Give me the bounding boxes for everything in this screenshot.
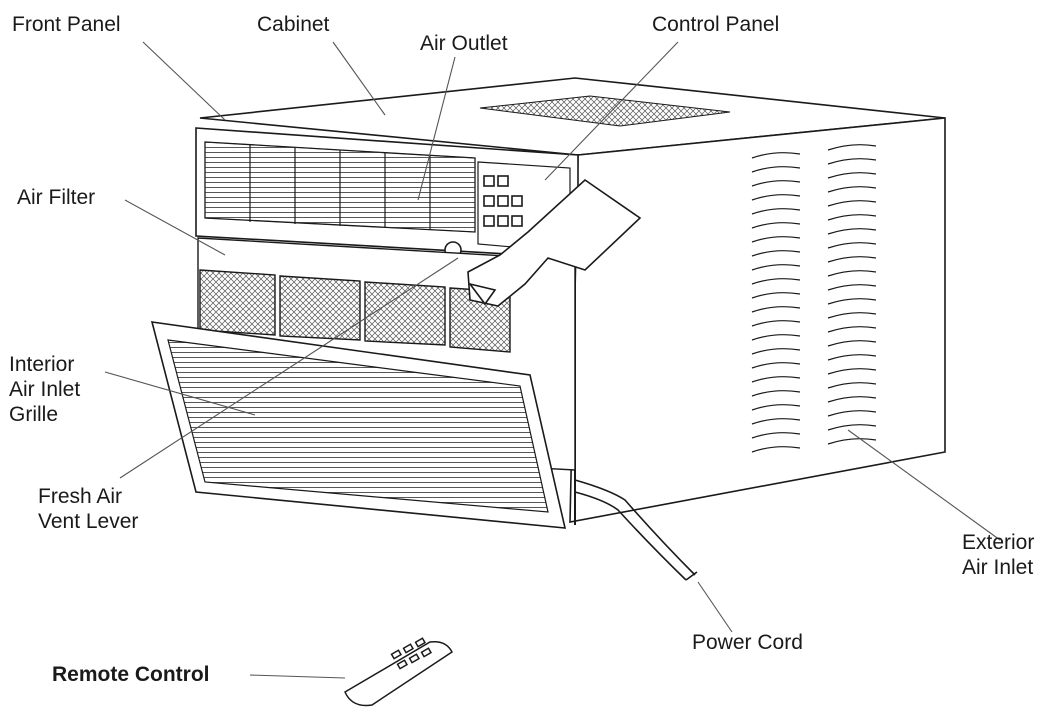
label-fresh-air-line-1: Fresh Air (38, 485, 123, 508)
label-power-cord: Power Cord (692, 631, 803, 654)
exterior-air-inlet-louvers (751, 144, 877, 453)
label-remote-control: Remote Control (52, 663, 210, 686)
label-air-filter: Air Filter (17, 186, 96, 209)
label-exterior-air-inlet: Exterior Air Inlet (962, 530, 1034, 580)
label-interior-line-2: Air Inlet (9, 378, 81, 401)
label-cabinet: Cabinet (257, 13, 330, 36)
label-exterior-line-1: Exterior (962, 531, 1035, 554)
label-fresh-air-vent-lever: Fresh Air Vent Lever (38, 484, 138, 534)
leader-lines (104, 41, 1001, 679)
remote-control (344, 637, 453, 707)
label-control-panel: Control Panel (652, 13, 780, 36)
power-cord (574, 479, 698, 581)
interior-air-inlet-grille (150, 321, 567, 529)
label-interior-line-3: Grille (9, 403, 59, 426)
hand-illustration (467, 178, 642, 307)
label-fresh-air-line-2: Vent Lever (38, 510, 139, 533)
label-interior-air-inlet-grille: Interior Air Inlet Grille (9, 352, 80, 427)
front-panel (195, 127, 579, 259)
label-interior-line-1: Interior (9, 353, 75, 376)
label-front-panel: Front Panel (12, 13, 121, 36)
label-exterior-line-2: Air Inlet (962, 556, 1034, 579)
label-air-outlet: Air Outlet (420, 32, 508, 55)
